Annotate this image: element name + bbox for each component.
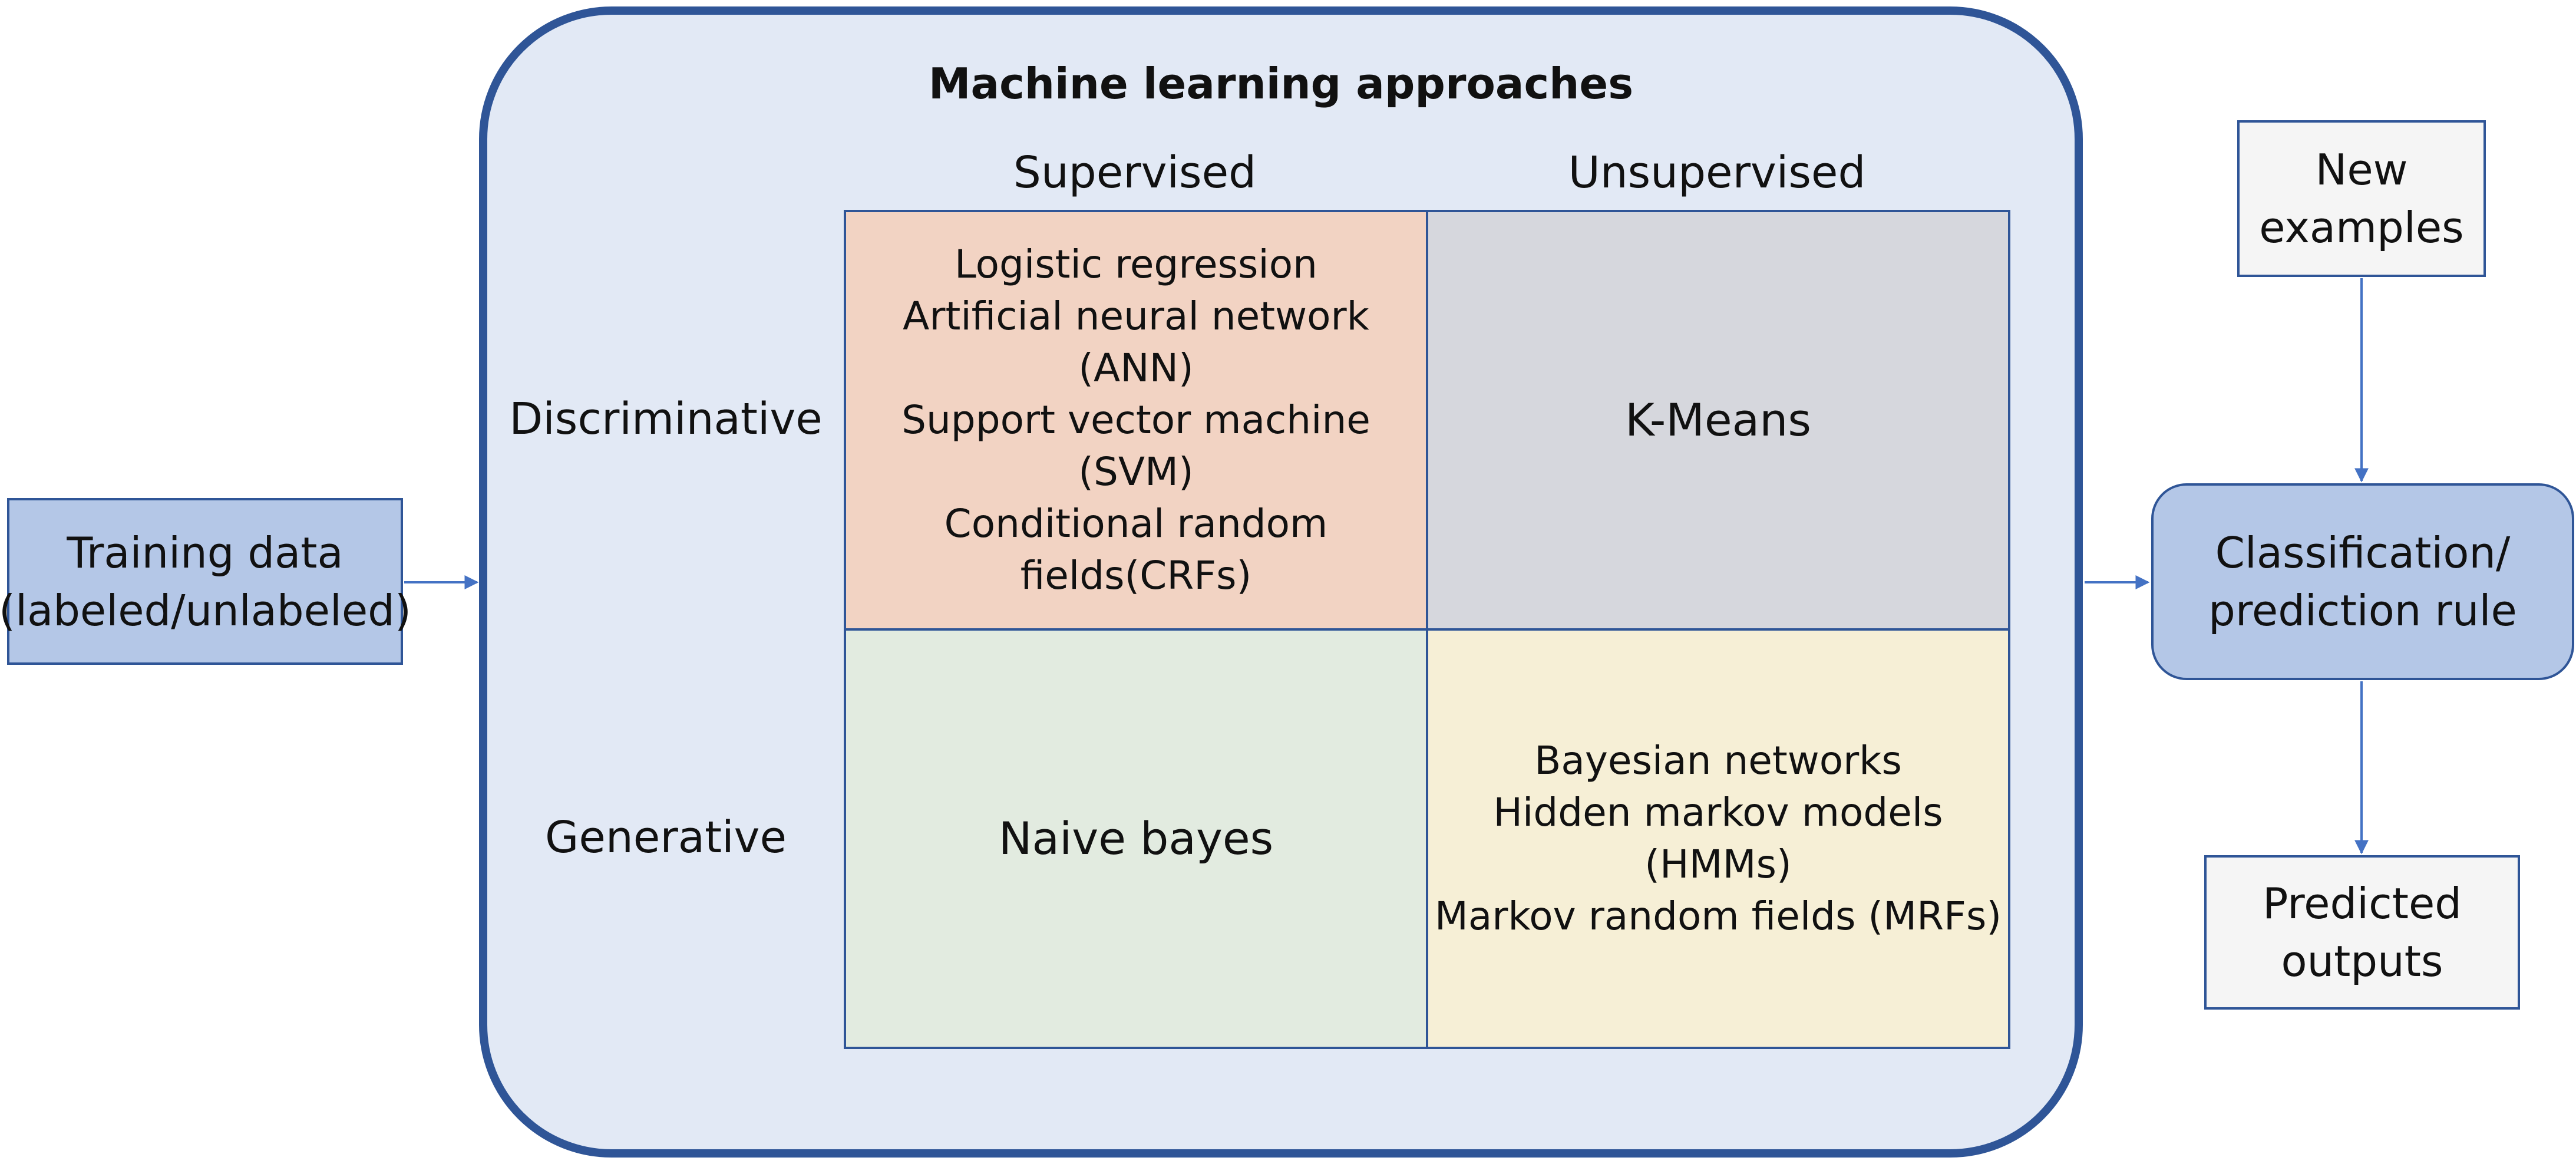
cell-supervised-generative: Naive bayes	[844, 628, 1428, 1049]
row-header-discriminative: Discriminative	[509, 394, 823, 444]
method-label: (ANN)	[1078, 345, 1194, 391]
cell-supervised-discriminative: Logistic regression Artificial neural ne…	[844, 210, 1428, 631]
method-label: Hidden markov models	[1493, 790, 1943, 835]
predicted-label: Predicted	[2263, 879, 2462, 928]
method-label: (SVM)	[1078, 449, 1194, 494]
column-header-supervised: Supervised	[1013, 147, 1257, 198]
method-label: Logistic regression	[955, 242, 1317, 287]
method-label: K-Means	[1625, 394, 1811, 446]
training-data-box: Training data (labeled/unlabeled)	[0, 498, 411, 665]
rule-label: prediction rule	[2208, 586, 2517, 635]
method-label: Support vector machine	[901, 397, 1370, 443]
predicted-outputs-box: Predicted outputs	[2204, 855, 2520, 1010]
new-examples-label: examples	[2259, 203, 2464, 252]
row-header-generative: Generative	[545, 812, 787, 863]
method-label: fields(CRFs)	[1020, 553, 1252, 598]
method-label: Bayesian networks	[1534, 738, 1902, 783]
method-label: (HMMs)	[1644, 842, 1792, 887]
new-examples-label: New	[2315, 145, 2408, 194]
cell-unsupervised-generative: Bayesian networks Hidden markov models (…	[1426, 628, 2010, 1049]
method-label: Artificial neural network	[903, 294, 1369, 339]
predicted-label: outputs	[2281, 937, 2443, 986]
rule-label: Classification/	[2215, 528, 2511, 578]
column-header-unsupervised: Unsupervised	[1568, 147, 1866, 198]
method-label: Markov random fields (MRFs)	[1434, 893, 2002, 939]
new-examples-box: New examples	[2237, 120, 2486, 277]
panel-title: Machine learning approaches	[928, 59, 1634, 108]
method-label: Conditional random	[944, 501, 1328, 546]
training-data-label: Training data	[67, 527, 344, 578]
method-label: Naive bayes	[998, 812, 1274, 865]
training-data-sublabel: (labeled/unlabeled)	[0, 585, 411, 635]
cell-unsupervised-discriminative: K-Means	[1426, 210, 2010, 631]
classification-rule-box: Classification/ prediction rule	[2151, 483, 2574, 680]
